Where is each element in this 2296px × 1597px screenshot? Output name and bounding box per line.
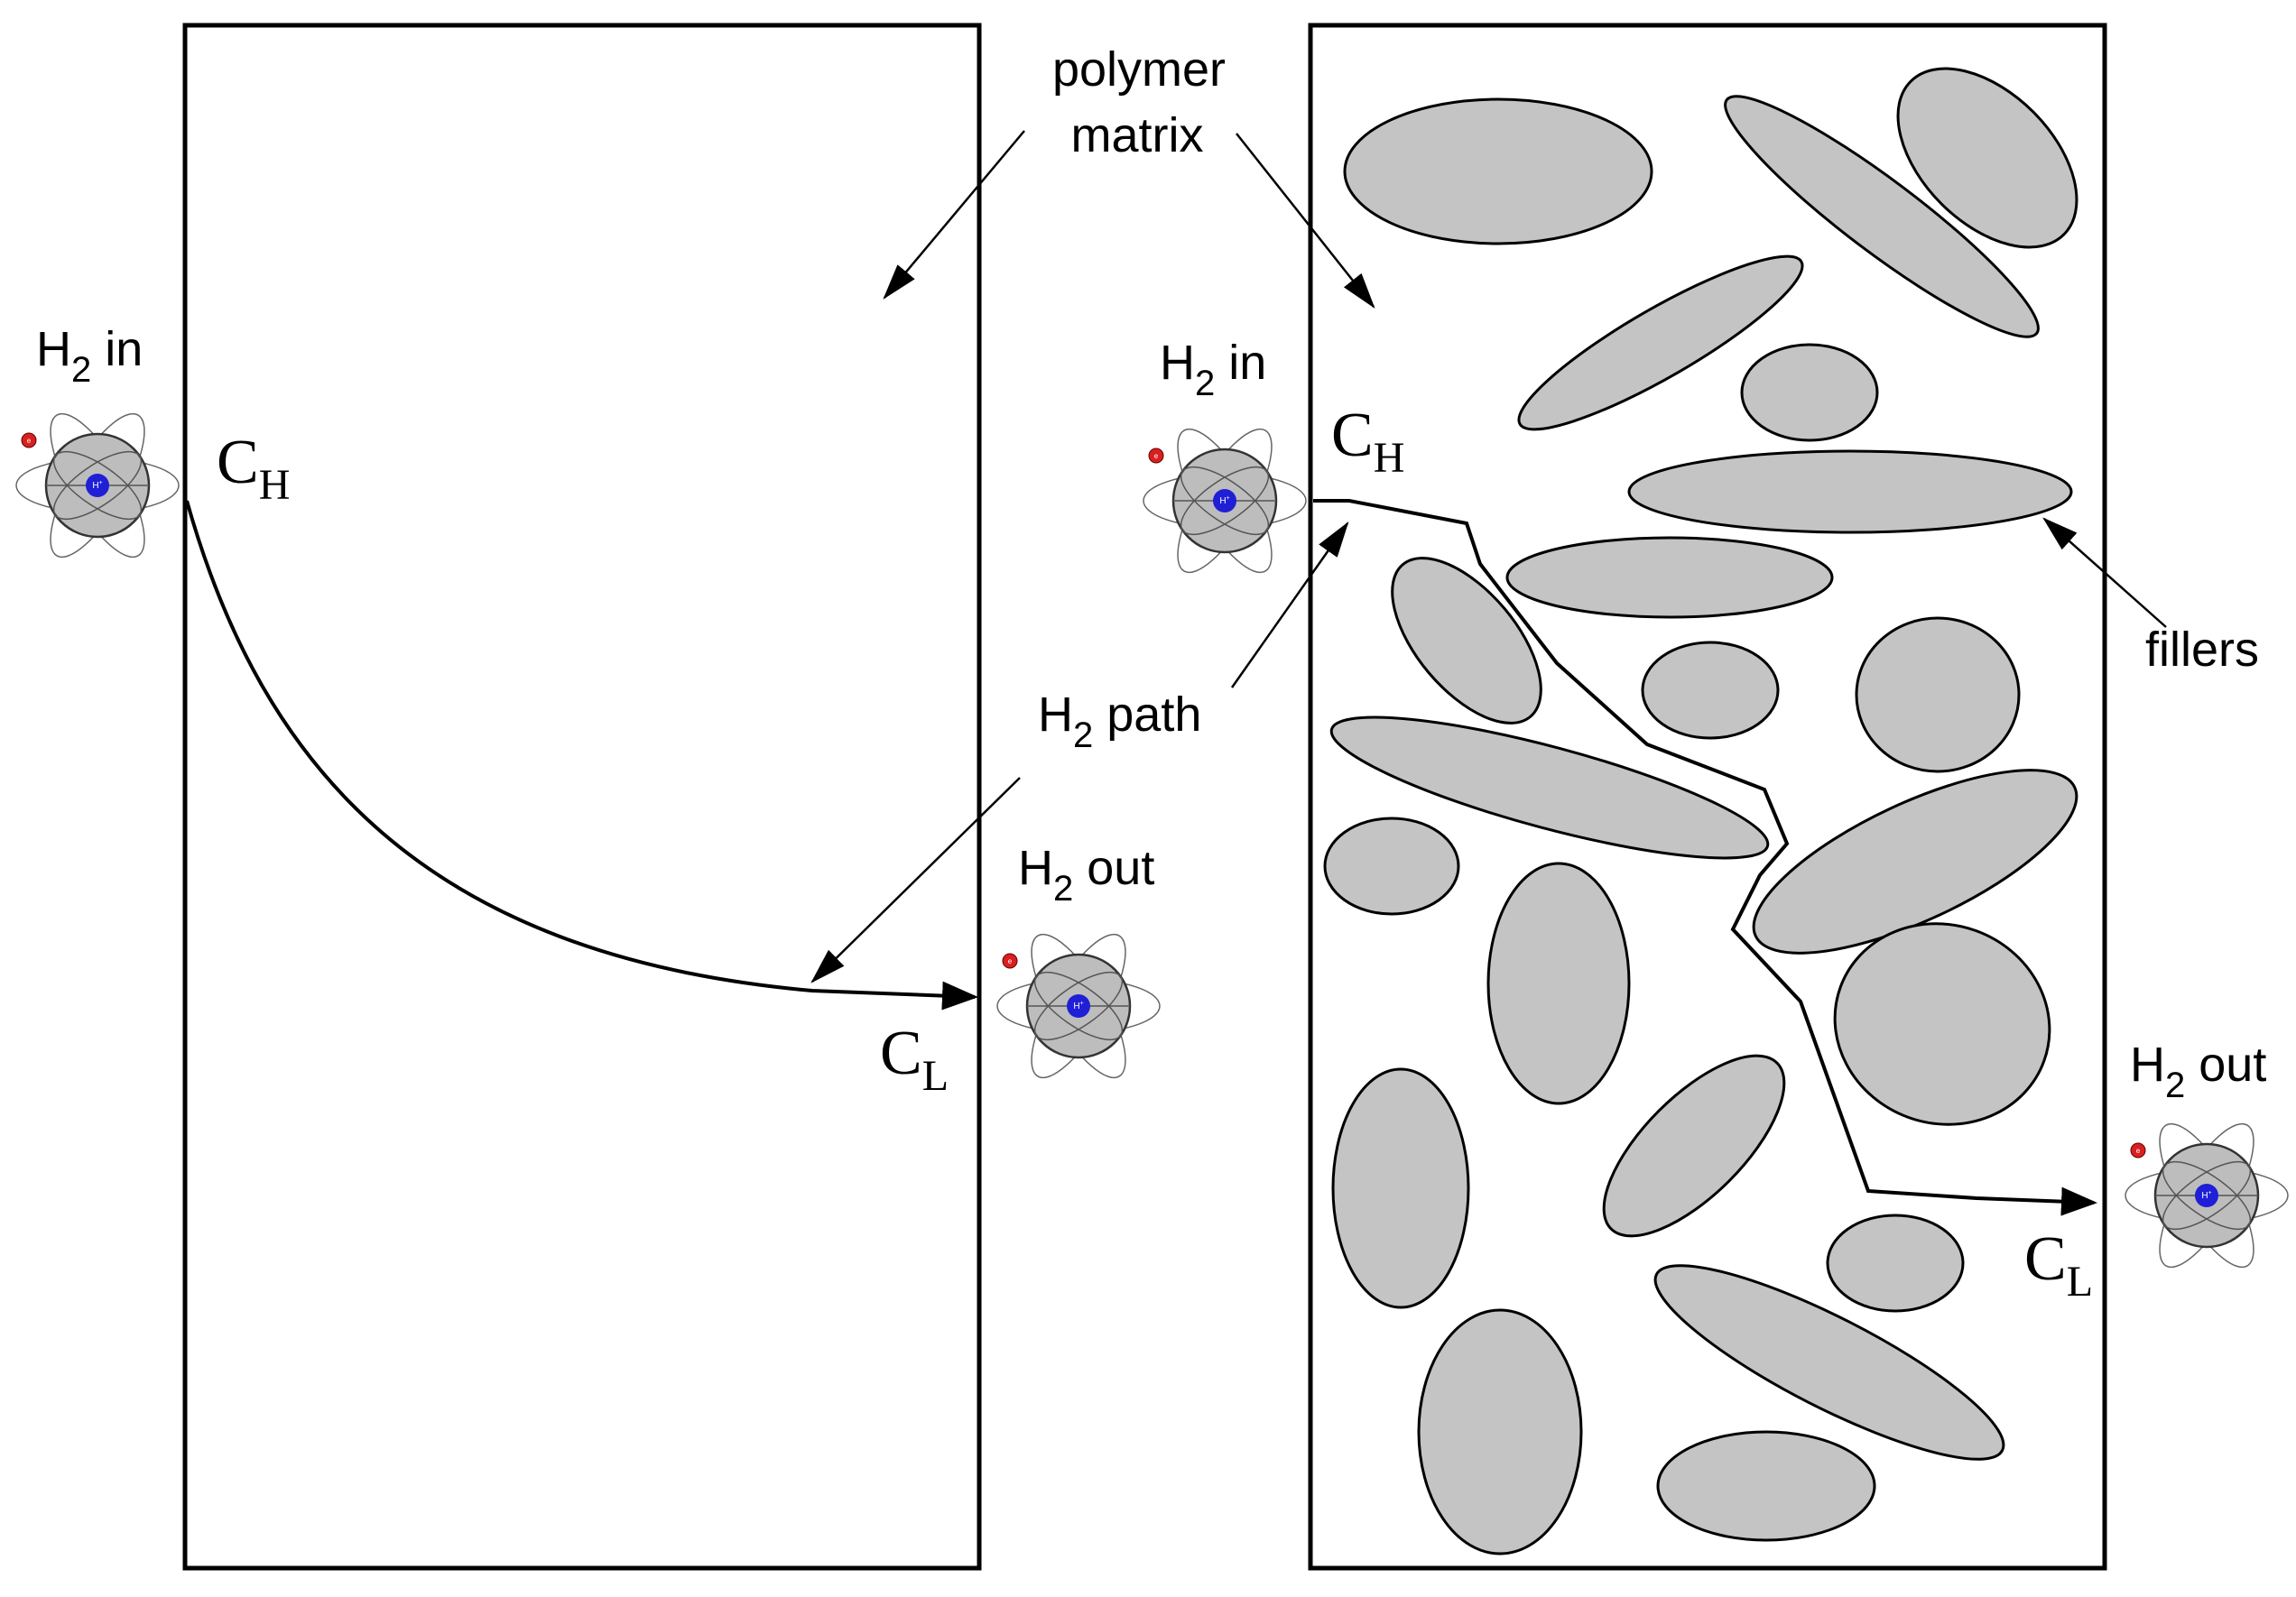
left-panel-border [182, 23, 982, 1571]
fillers-label: fillers [2145, 623, 2259, 677]
filler-particle [1752, 769, 2078, 955]
electron-label: e [1154, 452, 1159, 460]
filler-particle [1627, 449, 2073, 534]
nucleus-label: H+ [2201, 1190, 2211, 1201]
electron-label: e [2136, 1147, 2141, 1155]
filler-particle [1343, 97, 1653, 245]
annotation-arrows [810, 130, 2167, 983]
right-c-low-label: CL [2024, 1224, 2093, 1306]
filler-particle [1331, 1067, 1470, 1309]
arrow-h2path-up [1230, 521, 1349, 688]
left-h2-path-curve [185, 500, 978, 1011]
left-c-high-label: CH [217, 428, 290, 509]
right-c-high-label: CH [1331, 401, 1404, 482]
fillers-group [1323, 67, 2078, 1555]
h2-path-label: H2 path [1038, 688, 1201, 755]
filler-particle [1602, 1054, 1786, 1238]
filler-particle [1896, 67, 2078, 249]
filler-particle [1486, 862, 1631, 1105]
filler-particle [1740, 343, 1879, 442]
arrow-h2path-down [810, 777, 1021, 983]
filler-particle [1323, 817, 1460, 916]
electron-label: e [27, 437, 32, 445]
nucleus-label: H+ [1219, 495, 1229, 506]
arrow-fillers [2042, 517, 2167, 628]
filler-particle [1826, 1214, 1965, 1313]
arrow-polymer-right [1236, 133, 1375, 309]
filler-particle [1517, 254, 1804, 431]
right-h2-in-label: H2 in [1160, 336, 1266, 403]
filler-particle [1855, 616, 2021, 773]
left-h2-in-label: H2 in [36, 322, 143, 390]
arrow-polymer-left [883, 130, 1025, 300]
filler-particle [1391, 557, 1542, 725]
nucleus-label: H+ [1073, 1001, 1083, 1011]
filler-particle [1653, 1264, 2005, 1461]
polymer-matrix-label-line1: polymer [1052, 42, 1226, 97]
filler-particle [1417, 1308, 1583, 1555]
right-h2-path-tortuous [1313, 499, 2097, 1216]
electron-label: e [1008, 957, 1013, 965]
polymer-matrix-label-line2: matrix [1071, 108, 1204, 162]
left-c-low-label: CL [880, 1019, 949, 1100]
filler-particle [1724, 95, 2040, 338]
filler-particle [1833, 922, 2051, 1126]
filler-particle [1329, 715, 1770, 860]
right-h2-out-label: H2 out [2130, 1038, 2266, 1105]
filler-particle [1505, 536, 1834, 619]
nucleus-label: H+ [92, 480, 102, 491]
right-panel-border [1308, 23, 2107, 1571]
left-h2-out-label: H2 out [1018, 841, 1154, 909]
filler-particle [1641, 641, 1780, 740]
filler-particle [1656, 1430, 1876, 1542]
